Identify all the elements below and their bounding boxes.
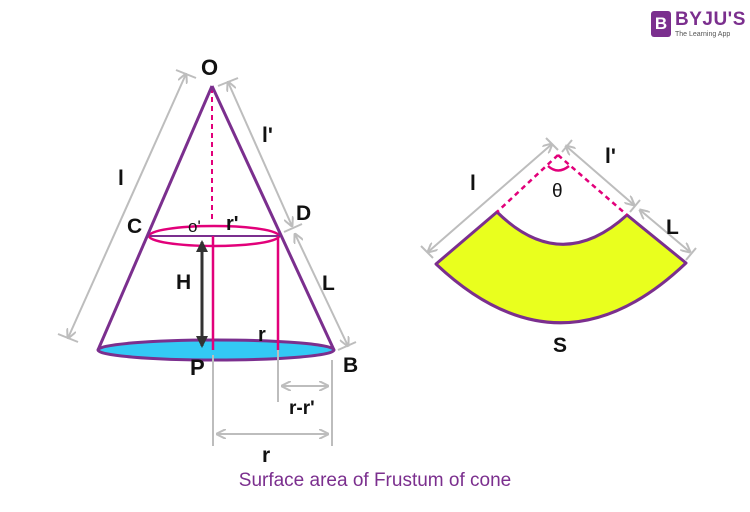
net-dim-slant-top [566,146,634,205]
dim-tick [629,199,641,213]
net-label-slant-frustum: L [666,216,679,239]
logo-mark-icon: B [651,11,671,37]
label-top-center: o' [188,217,201,236]
net-label-slant-total: l [470,172,476,195]
base-ellipse [96,338,336,362]
label-apex: O [201,55,218,80]
label-base-center: P [190,355,205,380]
label-base-radius: r [262,444,270,467]
logo-name: BYJU'S [675,9,746,30]
label-base-right: B [343,354,358,377]
dim-tick [283,223,303,233]
net-label-slant-top: l' [605,145,616,168]
label-height: H [176,271,191,294]
figure-caption: Surface area of Frustum of cone [238,470,512,491]
dim-tick [175,69,197,79]
label-inner-radius: r [258,324,266,346]
label-slant-frustum: L [322,272,335,295]
cone-figure: O C o' r' D l l' L H P B r r-r' r [57,55,358,467]
label-top-radius: r' [226,213,239,235]
label-slant-total: l [118,167,124,190]
net-label-angle: θ [552,181,563,202]
dim-tick [685,247,697,261]
dim-slant-total [68,74,186,338]
net-figure: l l' L θ S [420,137,697,357]
dim-tick [561,139,573,153]
label-radius-difference: r-r' [289,398,315,419]
dim-slant-top [228,82,292,226]
label-top-left: C [127,215,142,238]
dim-tick [217,77,239,87]
label-slant-top: l' [262,124,273,147]
dim-tick [545,137,559,151]
dim-slant-frustum [295,234,348,346]
net-label-surface: S [553,334,567,357]
angle-arc [547,165,570,172]
dim-tick [57,333,79,343]
logo-text: BYJU'S The Learning App [675,10,746,38]
dim-tick [420,245,434,259]
byjus-logo: B BYJU'S The Learning App [651,10,746,38]
frustum-surface-sector [434,210,688,325]
net-dashed-right [557,154,628,216]
logo-tagline: The Learning App [675,31,731,38]
label-top-right: D [296,202,311,225]
dim-tick [337,341,357,351]
net-dim-slant-frustum [640,210,690,252]
net-dim-slant-total [428,144,552,252]
